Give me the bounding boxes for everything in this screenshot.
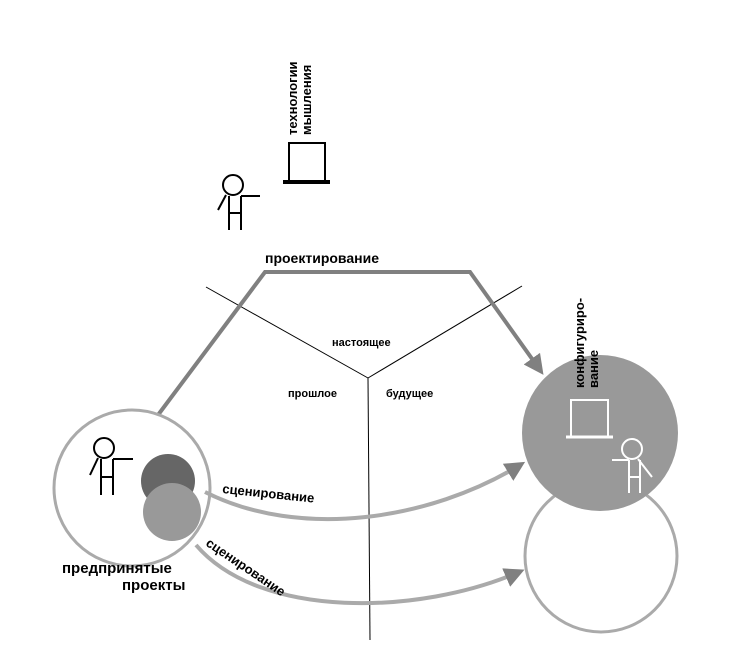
person-icon [612,438,653,493]
undertaken-projects-line2: проекты [122,577,185,594]
person-icon [217,174,260,230]
configuring-label-line2: вание [586,350,601,388]
past-label: прошлое [288,388,337,400]
divider-line-vertical [367,377,371,641]
time-divider-lines [205,285,523,641]
design-arrow [156,270,544,417]
board-icon [288,142,326,182]
mid-disc [143,483,201,541]
future-label: будущее [386,388,433,400]
person-icon [89,437,133,495]
configuring-group: конфигуриро- вание [522,298,679,634]
scenario-label-top: сценирование [222,481,315,506]
scenario-arrow-bottom [194,543,525,606]
configuring-label-line1: конфигуриро- [572,298,587,388]
undertaken-projects-line1: предпринятые [62,560,172,577]
undertaken-projects-group: предпринятые проекты [52,408,212,594]
thinking-tech-label-line2: мышления [299,65,314,135]
scenario-arrow-top [204,461,526,522]
scenario-label-bottom: сценирование [203,535,288,599]
present-label: настоящее [332,337,391,349]
thinking-tech-label-line1: технологии [285,61,300,135]
divider-line-left [205,286,369,379]
design-label: проектирование [265,250,379,266]
thinking-technologies-group: технологии мышления [217,61,330,230]
divider-line-right [367,285,523,379]
